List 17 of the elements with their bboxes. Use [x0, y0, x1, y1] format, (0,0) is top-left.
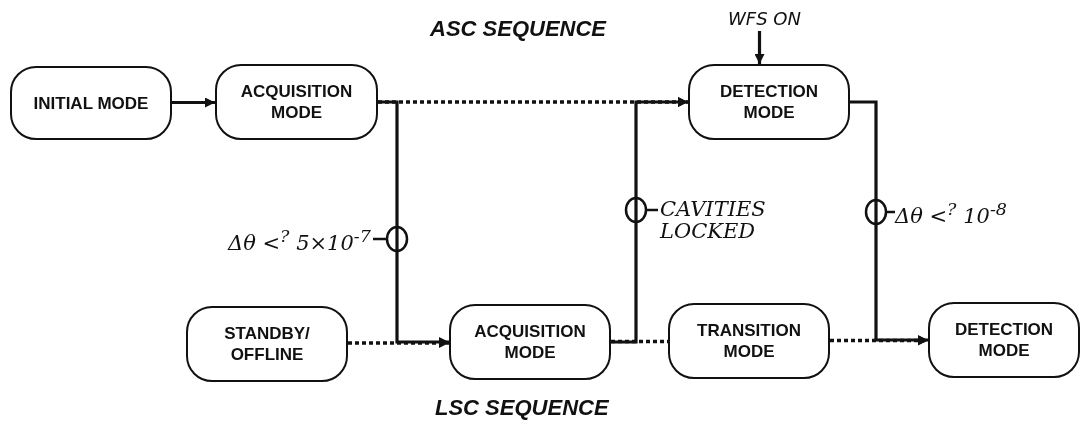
sequence-heading: ASC SEQUENCE [430, 16, 607, 42]
mode-box: INITIAL MODE [10, 66, 172, 140]
mode-box: STANDBY/ OFFLINE [186, 306, 348, 382]
sequence-heading: LSC SEQUENCE [435, 395, 609, 421]
mode-box: TRANSITION MODE [668, 303, 830, 379]
mode-box: ACQUISITION MODE [215, 64, 378, 140]
mode-box: ACQUISITION MODE [449, 304, 611, 380]
arrow [348, 338, 449, 348]
annotation-text: WFS ON [728, 8, 801, 29]
arrow [850, 100, 928, 345]
arrow [378, 100, 449, 347]
pointer-arrow [754, 31, 765, 64]
mode-box: DETECTION MODE [688, 64, 850, 140]
arrow [611, 97, 688, 344]
arrow [172, 97, 215, 108]
arrow [830, 335, 928, 346]
mode-box: DETECTION MODE [928, 302, 1080, 378]
